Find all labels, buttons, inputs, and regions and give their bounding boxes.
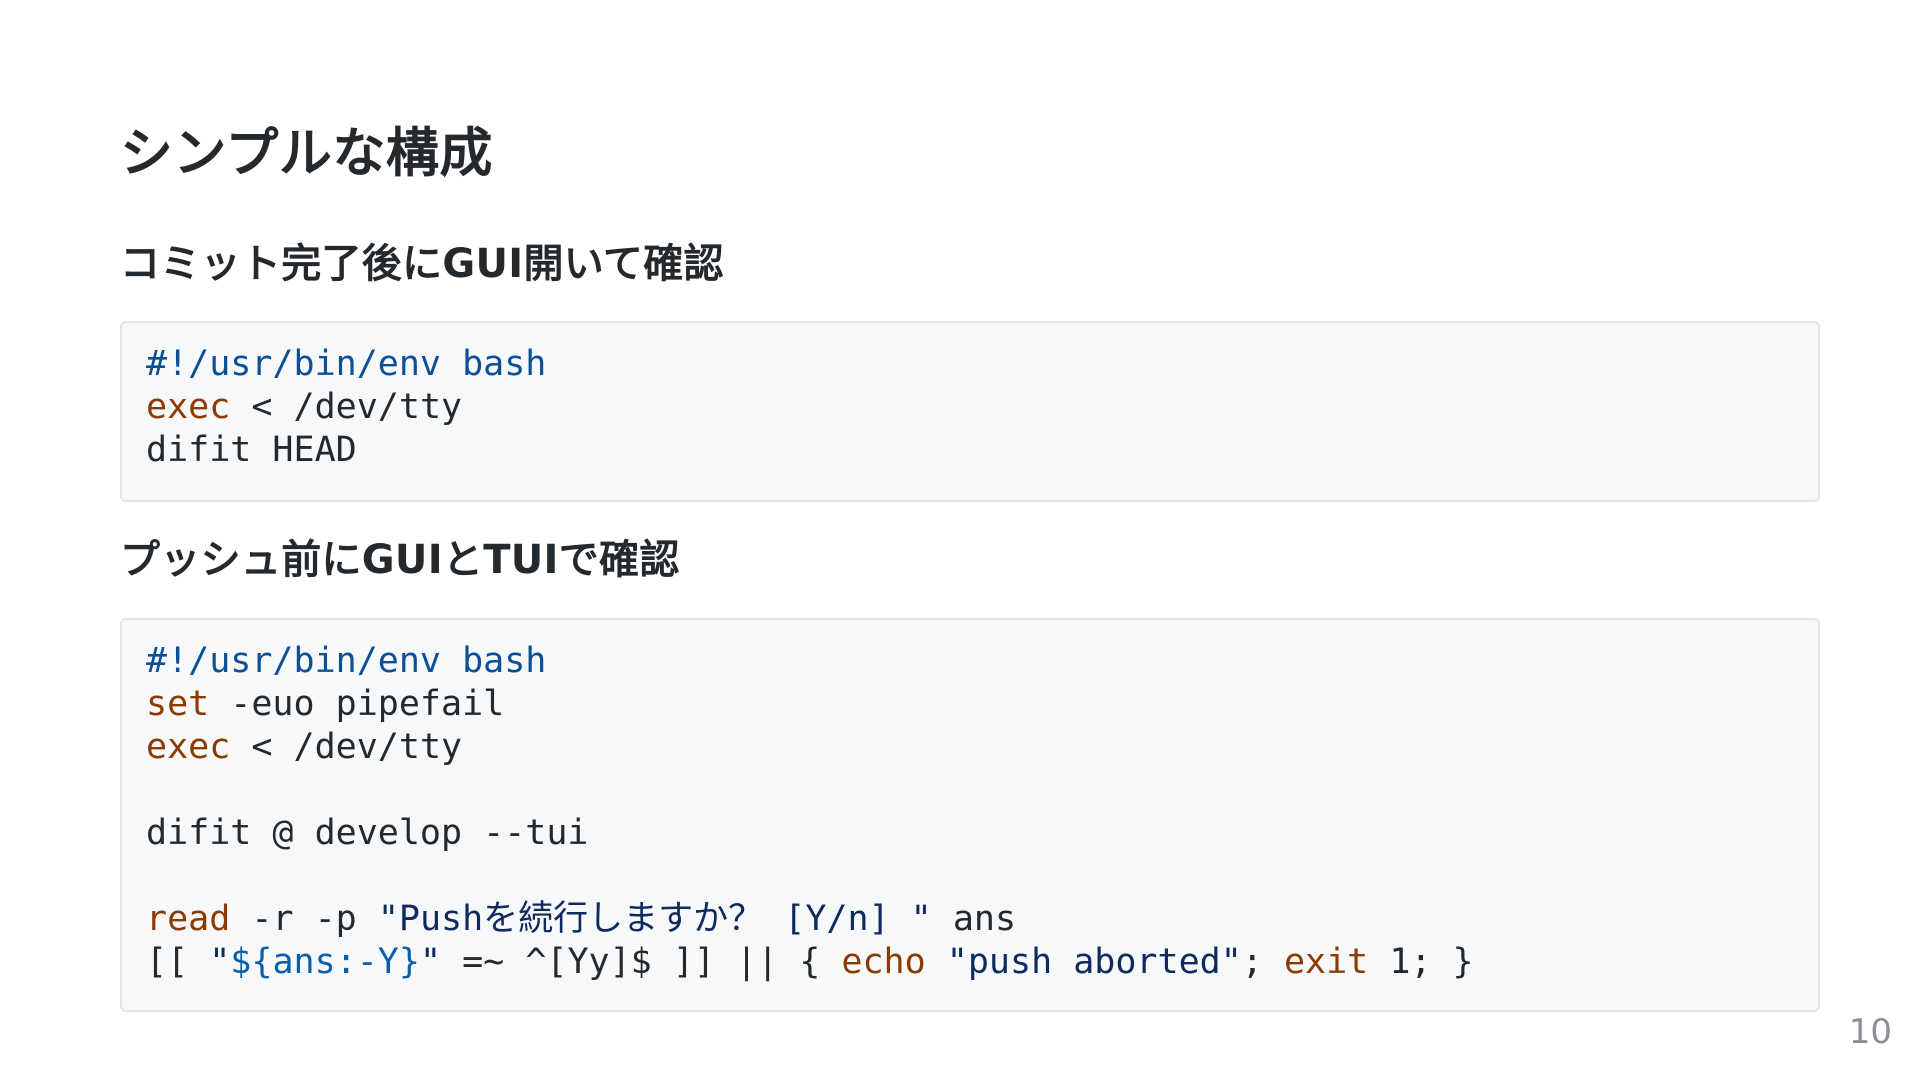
code-line: #!/usr/bin/env bash bbox=[146, 640, 1794, 683]
code-token-plain: < /dev/tty bbox=[230, 727, 463, 767]
code-token-plain: -euo pipefail bbox=[209, 684, 505, 724]
code-token-kw: set bbox=[146, 684, 210, 724]
code-line: set -euo pipefail bbox=[146, 683, 1794, 726]
code-token-plain: < /dev/tty bbox=[230, 387, 463, 427]
code-line: [[ "${ans:-Y}" =~ ^[Yy]$ ]] || { echo "p… bbox=[146, 941, 1794, 984]
code-line: exec < /dev/tty bbox=[146, 726, 1794, 769]
code-token-shebang: #!/usr/bin/env bash bbox=[146, 344, 547, 384]
code-token-str: " bbox=[419, 942, 442, 982]
code-token-plain: [[ bbox=[146, 942, 210, 982]
code-token-plain: ; bbox=[1241, 942, 1284, 982]
code-line: difit HEAD bbox=[146, 429, 1794, 472]
code-line: exec < /dev/tty bbox=[146, 386, 1794, 429]
code-token-plain: -r -p bbox=[230, 899, 378, 939]
code-token-plain: difit HEAD bbox=[146, 430, 357, 470]
code-line: #!/usr/bin/env bash bbox=[146, 343, 1794, 386]
code-line: difit @ develop --tui bbox=[146, 812, 1794, 855]
code-token-plain bbox=[926, 942, 947, 982]
section-heading-commit: コミット完了後にGUI開いて確認 bbox=[120, 241, 724, 287]
code-token-plain: =~ ^[Yy]$ ]] || { bbox=[441, 942, 842, 982]
code-token-str: "Pushを続行しますか？ [Y/n] " bbox=[377, 899, 932, 939]
code-token-var: ${ans:-Y} bbox=[230, 942, 420, 982]
code-token-kw: exec bbox=[146, 387, 231, 427]
code-token-kw: echo bbox=[841, 942, 926, 982]
section-heading-push: プッシュ前にGUIとTUIで確認 bbox=[120, 537, 680, 583]
code-token-kw: exit bbox=[1283, 942, 1369, 982]
slide-title: シンプルな構成 bbox=[120, 123, 493, 184]
code-line bbox=[146, 855, 1794, 898]
code-token-shebang: #!/usr/bin/env bash bbox=[146, 641, 547, 681]
page-number: 10 bbox=[1848, 1012, 1892, 1052]
code-token-plain: difit @ develop --tui bbox=[146, 813, 589, 853]
code-token-str: "push aborted" bbox=[946, 942, 1242, 982]
code-line bbox=[146, 769, 1794, 812]
code-token-plain: 1; } bbox=[1368, 942, 1474, 982]
code-token-str: " bbox=[209, 942, 231, 982]
code-line: read -r -p "Pushを続行しますか？ [Y/n] " ans bbox=[146, 898, 1794, 941]
code-token-kw: read bbox=[146, 899, 231, 939]
code-token-kw: exec bbox=[146, 727, 231, 767]
code-token-plain: ans bbox=[931, 899, 1017, 939]
